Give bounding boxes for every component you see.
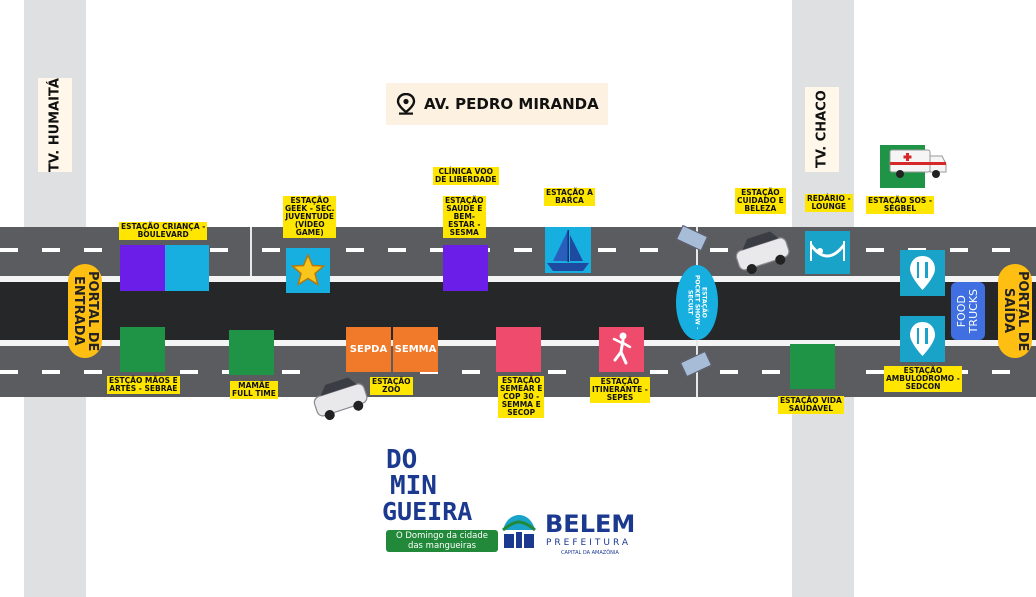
portal-entrance: PORTAL DE ENTRADA <box>68 264 102 358</box>
street-label-humaita: TV. HUMAITÁ <box>38 78 72 172</box>
hammock-icon <box>809 241 846 261</box>
semma-box: SEMMA <box>393 327 438 372</box>
station-zoo-label: ESTAÇÃO ZOO <box>370 377 413 395</box>
station-itinerante-label: ESTAÇÃO ITINERANTE - SEPES <box>590 377 650 403</box>
station-itinerante-box <box>599 327 644 372</box>
food-station-box-top <box>900 250 945 296</box>
station-sos-label: ESTAÇÃO SOS - SEGBEL <box>866 196 935 214</box>
boat-icon <box>547 230 589 271</box>
main-street-title: AV. PEDRO MIRANDA <box>386 83 608 125</box>
food-station-box-bottom <box>900 316 945 362</box>
city-emblem-icon <box>502 515 536 548</box>
station-mamae-box <box>229 330 274 375</box>
event-logo: DO MIN GUEIRA O Domingo da cidade das ma… <box>378 445 498 555</box>
fork-knife-icon <box>910 322 935 356</box>
station-geek-box <box>286 248 330 293</box>
station-maos-label: ESTÇÃO MÃOS E ARTES - SEBRAE <box>107 376 180 394</box>
station-crianca-box-cyan <box>165 245 209 291</box>
location-pin-icon <box>396 93 416 115</box>
station-saude-label: ESTAÇÃO SAÚDE E BEM- ESTAR - SESMA <box>443 196 486 238</box>
star-icon <box>290 253 326 287</box>
station-redario-label: REDÁRIO - LOUNGE <box>805 194 853 212</box>
event-logo-sub: O Domingo da cidade das mangueiras <box>386 530 498 552</box>
event-logo-line2: MIN <box>390 471 437 501</box>
station-crianca-label: ESTAÇÃO CRIANÇA - BOULEVARD <box>119 222 208 240</box>
city-name: BELEM <box>545 510 636 538</box>
car-icon <box>313 377 368 420</box>
station-barca-box <box>545 227 591 273</box>
station-barca-label: ESTAÇÃO A BARCA <box>544 188 595 206</box>
city-subtitle: PREFEITURA <box>546 538 632 548</box>
station-semear-box <box>496 327 541 372</box>
fork-knife-icon <box>910 256 935 290</box>
station-vida-label: ESTAÇÃO VIDA SAUDÁVEL <box>778 396 844 414</box>
station-geek-label: ESTAÇÃO GEEK - SEC. JUVENTUDE (VÍDEO GAM… <box>283 196 337 238</box>
event-logo-line1: DO <box>386 445 418 475</box>
food-trucks-box: FOOD TRUCKS <box>951 282 985 340</box>
car-icon <box>735 231 790 274</box>
semma-label: SEMMA <box>394 344 437 355</box>
station-maos-box <box>120 327 165 372</box>
event-logo-line3: GUEIRA <box>382 497 473 526</box>
road-divider-top <box>0 276 1036 282</box>
intersection-line-left <box>250 227 252 276</box>
sepda-label: SEPDA <box>349 344 388 355</box>
ambulance-icon <box>889 149 947 178</box>
station-semear-label: ESTAÇÃO SEMEAR E COP 30 - SEMMA E SECOP <box>498 376 545 418</box>
station-crianca-box-purple <box>120 245 165 291</box>
station-ambulodromo-label: ESTAÇÃO AMBULÓDROMO - SEDCON <box>884 366 962 392</box>
station-saude-box <box>443 245 488 291</box>
street-label-chaco: TV. CHACO <box>805 87 839 172</box>
station-redario-box <box>805 231 850 274</box>
portal-exit: PORTAL DE SAÍDA <box>998 264 1032 358</box>
pocket-show-label: ESTAÇÃO POCKET SHOW - SECULT <box>686 275 708 330</box>
station-mamae-label: MAMÃE FULL TIME <box>230 381 278 399</box>
main-street-label: AV. PEDRO MIRANDA <box>424 95 599 113</box>
pocket-show-station: ESTAÇÃO POCKET SHOW - SECULT <box>676 265 718 340</box>
station-cuidado-label: ESTAÇÃO CUIDADO E BELEZA <box>735 188 786 214</box>
station-vida-box <box>790 344 835 389</box>
food-trucks-label: FOOD TRUCKS <box>955 288 980 334</box>
sepda-box: SEPDA <box>346 327 391 372</box>
city-tagline: CAPITAL DA AMAZÔNIA <box>561 550 619 556</box>
dancer-icon <box>612 332 632 365</box>
clinica-voo-label: CLÍNICA VOO DE LIBERDADE <box>433 167 499 185</box>
